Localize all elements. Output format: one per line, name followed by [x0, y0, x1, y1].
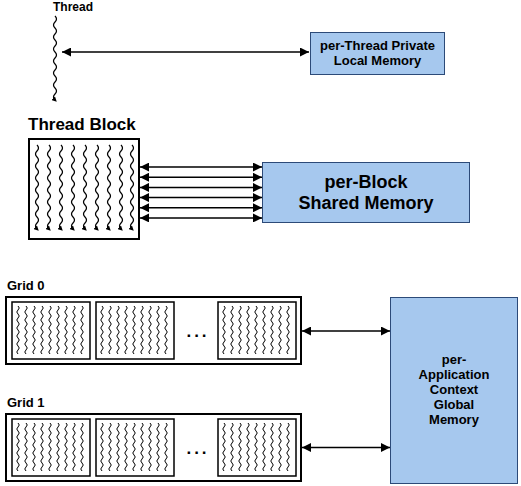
- memory-box: per- Application Context Global Memory: [390, 297, 518, 484]
- connector-arrow: [140, 207, 262, 209]
- leader-arrow: [62, 51, 309, 52]
- box-text: per-Thread Private Local Memory: [319, 39, 436, 69]
- connector-arrow: [140, 217, 262, 219]
- thread-squiggle: [54, 16, 57, 100]
- connector-arrow: [140, 177, 262, 179]
- block-threads: [36, 145, 134, 229]
- box-heading: Grid 1: [7, 396, 45, 411]
- box-text: per-Block Shared Memory: [297, 172, 435, 213]
- grid-box: Grid 0: [5, 296, 302, 365]
- connector-arrow: [140, 187, 262, 189]
- connector-arrow: [140, 197, 262, 199]
- memory-box: per-Thread Private Local Memory: [310, 32, 445, 75]
- thread-block-box: Thread Block: [28, 138, 140, 240]
- ellipsis: ...: [178, 439, 218, 459]
- connector-arrow: [302, 447, 390, 449]
- thread-label: Thread: [48, 0, 98, 14]
- box-heading: Grid 0: [7, 279, 45, 294]
- box-text: per- Application Context Global Memory: [415, 353, 493, 428]
- ellipsis: ...: [178, 322, 218, 342]
- grid-blocks: [12, 302, 296, 476]
- box-heading: Thread Block: [28, 115, 136, 135]
- grid-box: Grid 1: [5, 413, 302, 482]
- connector-arrow: [302, 330, 390, 332]
- memory-box: per-Block Shared Memory: [262, 162, 470, 223]
- connector-arrow: [140, 166, 262, 168]
